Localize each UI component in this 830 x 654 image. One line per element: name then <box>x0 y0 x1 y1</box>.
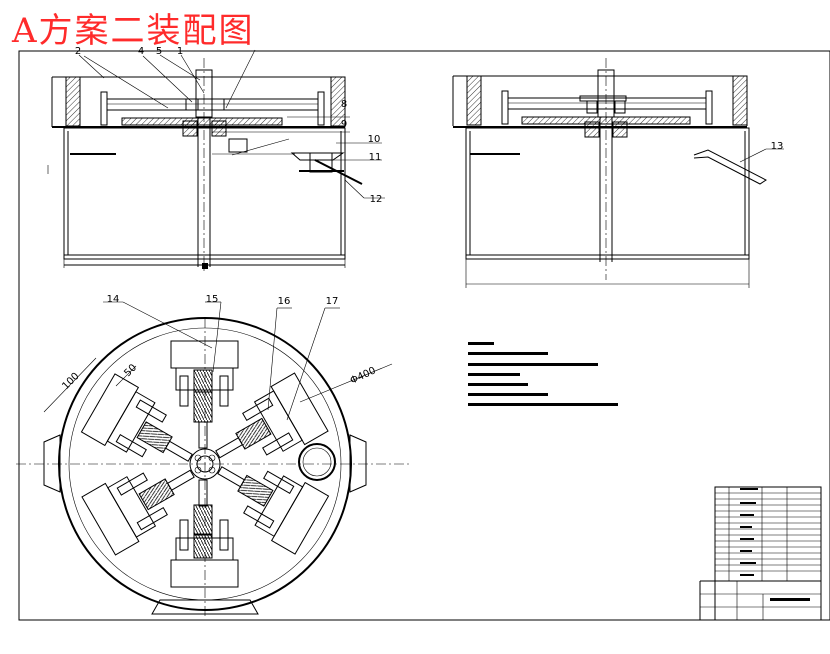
callout-16: 16 <box>278 296 291 307</box>
callout-8: 8 <box>341 99 347 110</box>
dimension-width-2: 50 <box>122 362 139 379</box>
callout-12: 12 <box>370 194 383 205</box>
front-section-view <box>47 58 363 272</box>
callout-17: 17 <box>326 296 339 307</box>
callout-labels: 2 4 5 1 8 9 10 11 12 13 14 15 16 17 <box>75 46 784 307</box>
top-plan-view <box>16 317 412 616</box>
side-section-view <box>452 58 767 288</box>
title-block <box>699 486 822 621</box>
callout-4: 4 <box>138 46 144 57</box>
drawing-frame <box>18 50 830 621</box>
callout-1: 1 <box>177 46 183 57</box>
callout-5: 5 <box>156 46 162 57</box>
leader-lines <box>78 49 784 421</box>
drawing-title: A方案二装配图 <box>12 11 255 51</box>
callout-10: 10 <box>368 134 381 145</box>
callout-9: 9 <box>341 119 347 130</box>
callout-13: 13 <box>771 141 784 152</box>
callout-2: 2 <box>75 46 81 57</box>
callout-14: 14 <box>107 294 120 305</box>
callout-15: 15 <box>206 294 219 305</box>
dimension-diameter: Φ400 <box>349 365 378 386</box>
technical-notes <box>468 342 618 406</box>
callout-11: 11 <box>369 152 382 163</box>
dimension-width-1: 100 <box>60 371 81 392</box>
